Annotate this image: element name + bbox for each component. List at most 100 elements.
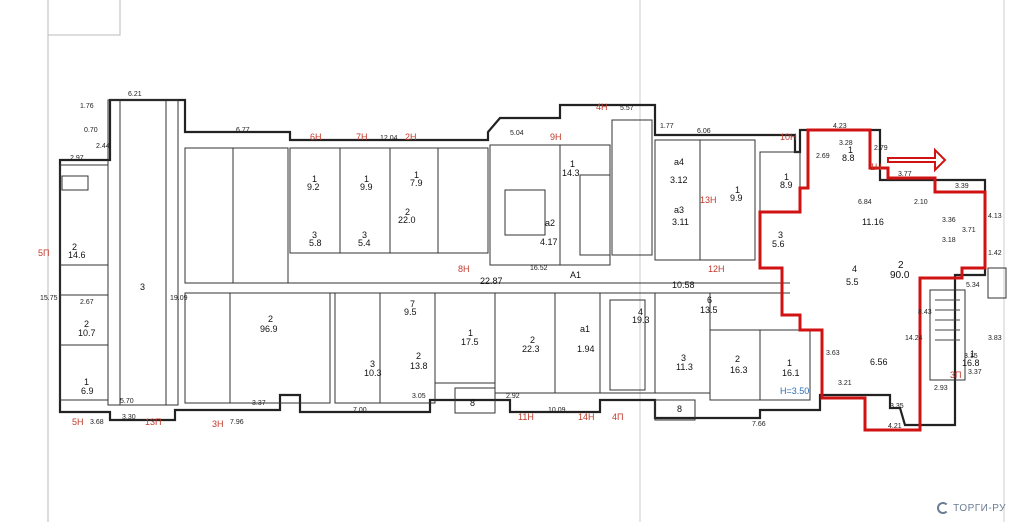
dimension: 3.68 [90,419,104,426]
room-number: 2 [416,351,421,361]
room-area: 16.8 [962,358,980,368]
room-number: 3 [362,230,367,240]
unit-tag: 12Н [708,264,725,274]
room-area: 9.9 [730,193,743,203]
selected-premises-outline [758,128,987,432]
unit-tag: 4Н [596,102,608,112]
unit-tag: 7Н [356,132,368,142]
room-area: 11.3 [676,362,693,372]
dimension: 3.30 [122,414,136,421]
room-number: 1 [970,349,975,359]
dimension: 22.87 [480,276,503,286]
room-number: 1 [784,172,789,182]
dimension: 3.35 [890,403,904,410]
dimension: 3.36 [942,217,956,224]
room-number: 4 [638,307,643,317]
room-area: 1.94 [577,344,595,354]
dimension: 3.21 [838,380,852,387]
room-number: 2 [530,335,535,345]
dimension: 16.52 [530,265,548,272]
brand-logo-icon [937,502,950,514]
selected-room-number: 2 [898,260,904,271]
room-area: 8.9 [780,180,793,190]
dimension: 8.43 [918,309,932,316]
room-number: 2 [735,354,740,364]
room-number: a4 [674,157,684,167]
room-area: 3.11 [672,217,689,227]
dimension: 11.16 [862,217,884,227]
unit-tag: 3Н [212,419,224,429]
room-area: 16.3 [730,365,748,375]
dimension: 15.75 [40,295,58,302]
room-number: 2 [405,207,410,217]
dimension: 6.06 [697,128,711,135]
room-number: 1 [570,159,575,169]
dimension: 7.00 [353,407,367,414]
selected-room-area: 90.0 [890,270,910,281]
dimension: 14.24 [905,335,923,342]
room-number: a3 [674,205,684,215]
room-number: 2 [72,242,77,252]
room-area: 7.9 [410,178,423,188]
dimension: 1.76 [80,103,94,110]
unit-tag: 1Н [870,162,882,172]
room-area: 3.12 [670,175,688,185]
room-number: 3 [312,230,317,240]
room-area: 5.4 [358,238,371,248]
unit-tag: 8Н [458,264,470,274]
dimension: 3.28 [839,140,853,147]
room-number: 1 [364,174,369,184]
unit-tag: 5П [38,248,49,258]
dimension: 12.04 [380,135,398,142]
room-area: 19.3 [632,315,650,325]
elevation-note: H=3.50 [780,386,809,396]
room-number: 1 [787,358,792,368]
dimension: 4.13 [988,213,1002,220]
room-area: 9.5 [404,307,417,317]
dimension: 4.21 [888,423,902,430]
unit-tag: 11Н [518,412,534,422]
dimension: 3.71 [962,227,976,234]
dimension: 2.97 [70,155,84,162]
room-number: 1 [468,328,473,338]
room-number: 1 [84,377,89,387]
dimension: 2.92 [506,393,520,400]
room-area: 17.5 [461,337,479,347]
dimension: 3.05 [412,393,426,400]
room-number: 2 [84,319,89,329]
room-number: 1 [414,170,419,180]
brand-name: ТОРГИ-РУ [953,502,1006,514]
sheet-frame [47,0,1005,522]
room-number: 6 [707,295,712,305]
dimension: 5.57 [620,105,634,112]
dimension: 7.96 [230,419,244,426]
dimension: 19.09 [170,295,188,302]
room-area: 5.5 [846,277,859,287]
dimension: 2.69 [816,153,830,160]
room-labels: 3 2 96.9 2 14.6 2 10.7 1 6.9 1 9.2 1 9.9… [68,145,980,414]
room-area: 96.9 [260,324,278,334]
room-number: 7 [410,299,415,309]
dimension: 3.77 [898,171,912,178]
balconies [61,175,1007,299]
room-number: 3 [778,230,783,240]
dimension: 2.44 [96,143,110,150]
dimension: 7.66 [752,421,766,428]
dimension: 5.70 [120,398,134,405]
dimension: 10.09 [548,407,566,414]
dimension: 3.83 [988,335,1002,342]
room-area: 9.9 [360,182,373,192]
dimension: 2.10 [914,199,928,206]
dimension: 6.21 [128,91,142,98]
room-area: 5.8 [309,238,322,248]
dimension: 10.58 [672,280,695,290]
dimension: 6.77 [236,127,250,134]
unit-tag: 13Н [700,195,717,205]
dimension: 3.18 [942,237,956,244]
unit-tag: 14Н [578,412,595,422]
room-number: a2 [545,218,555,228]
room-area: 22.3 [522,344,540,354]
dimension: 5.04 [510,130,524,137]
room-area: 8.8 [842,153,855,163]
